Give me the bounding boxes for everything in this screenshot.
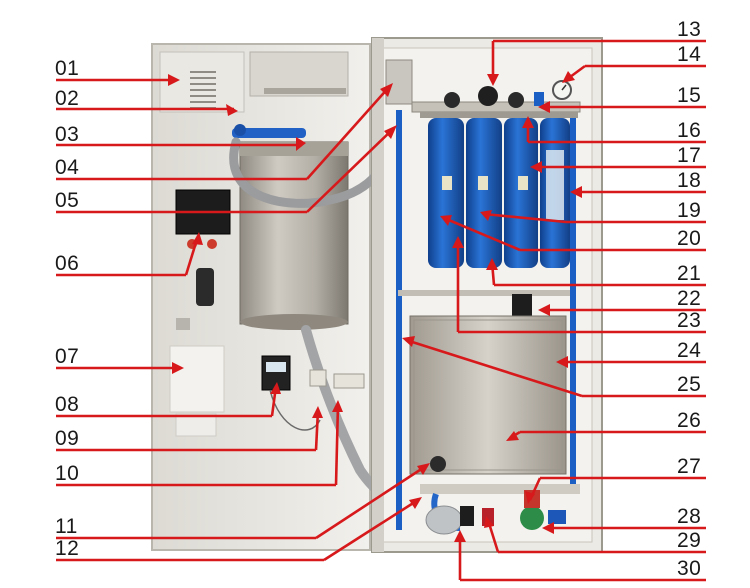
callout-20-label: 20 xyxy=(677,227,702,250)
callout-04-label: 04 xyxy=(55,156,80,179)
callout-17-label: 17 xyxy=(677,144,702,167)
main-cabinet xyxy=(371,37,603,553)
callout-13-label: 13 xyxy=(677,18,702,41)
callout-24-label: 24 xyxy=(677,339,702,362)
filter-cartridges xyxy=(428,118,570,268)
callout-25-label: 25 xyxy=(677,373,702,396)
callout-07-label: 07 xyxy=(55,345,80,368)
callout-03-label: 03 xyxy=(55,123,80,146)
vent-grille xyxy=(190,71,216,109)
callout-12-label: 12 xyxy=(55,537,80,560)
callout-22-label: 22 xyxy=(677,287,702,310)
callout-02-label: 02 xyxy=(55,87,80,110)
callout-18-label: 18 xyxy=(677,169,702,192)
callout-29-label: 29 xyxy=(677,529,702,552)
callout-06-label: 06 xyxy=(55,252,80,275)
left-leader-lines xyxy=(56,78,427,562)
callout-16-label: 16 xyxy=(677,119,702,142)
right-leader-lines xyxy=(405,39,706,582)
right-arrowheads xyxy=(402,71,582,542)
callout-01-label: 01 xyxy=(55,57,80,80)
callout-21-label: 21 xyxy=(677,262,702,285)
callout-11-label: 11 xyxy=(55,515,78,538)
callout-27-label: 27 xyxy=(677,455,702,478)
callout-23-label: 23 xyxy=(677,309,702,332)
left-arrowheads xyxy=(168,74,430,509)
callout-28-label: 28 xyxy=(677,505,702,528)
left-door xyxy=(151,43,425,551)
callout-15-label: 15 xyxy=(677,84,702,107)
callout-30-label: 30 xyxy=(677,557,702,580)
callout-09-label: 09 xyxy=(55,427,80,450)
callout-10-label: 10 xyxy=(55,462,80,485)
callout-19-label: 19 xyxy=(677,199,702,222)
callout-14-label: 14 xyxy=(677,43,702,66)
callout-05-label: 05 xyxy=(55,189,80,212)
callout-08-label: 08 xyxy=(55,393,80,416)
callout-26-label: 26 xyxy=(677,409,702,432)
